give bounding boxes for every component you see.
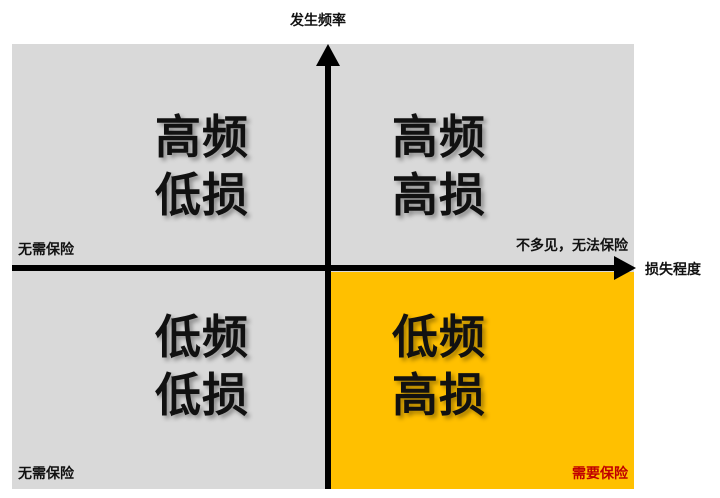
high-loss-low-frequency-quadrant xyxy=(331,272,634,489)
x-axis-label: 损失程度 xyxy=(645,262,701,278)
note-no-insurance-needed-bottom: 无需保险 xyxy=(18,466,74,482)
loss-axis xyxy=(12,265,618,271)
quadrant-line-1: 低频 xyxy=(155,310,249,364)
note-no-insurance-needed-top: 无需保险 xyxy=(18,242,74,258)
quadrant-line-2: 高损 xyxy=(392,168,486,222)
quadrant-line-1: 高频 xyxy=(155,110,249,164)
quadrant-line-2: 高损 xyxy=(392,368,486,422)
right-arrow-icon xyxy=(614,256,636,280)
up-arrow-icon xyxy=(316,44,340,66)
quadrant-line-2: 低损 xyxy=(155,368,249,422)
quadrant-line-2: 低损 xyxy=(155,168,249,222)
note-insurance-needed: 需要保险 xyxy=(572,466,628,482)
y-axis-label: 发生频率 xyxy=(290,13,346,29)
quadrant-line-1: 高频 xyxy=(392,110,486,164)
frequency-axis xyxy=(325,60,331,489)
quadrant-line-1: 低频 xyxy=(392,310,486,364)
quadrant-low-freq-low-loss: 低频 低损 xyxy=(155,308,249,424)
quadrant-high-freq-low-loss: 高频 低损 xyxy=(155,108,249,224)
quadrant-high-freq-high-loss: 高频 高损 xyxy=(392,108,486,224)
quadrant-low-freq-high-loss: 低频 高损 xyxy=(392,308,486,424)
note-uninsurable: 不多见，无法保险 xyxy=(516,238,628,254)
